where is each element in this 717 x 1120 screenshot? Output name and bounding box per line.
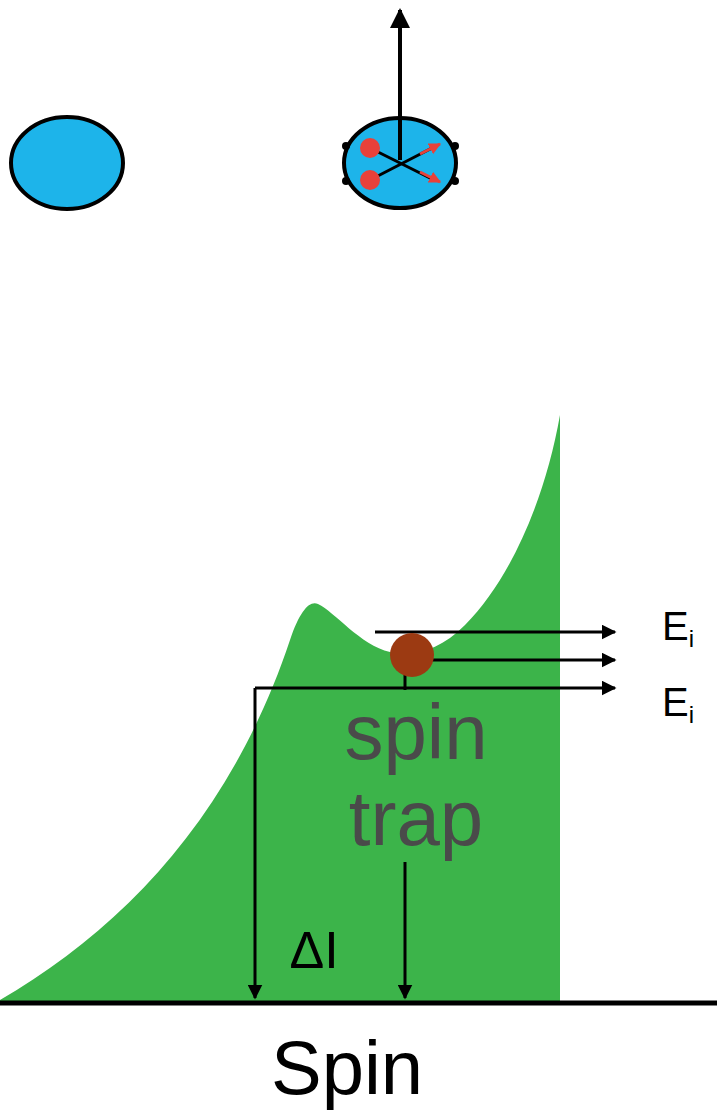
level-arrow [412,659,615,662]
orbit-arrow [420,172,440,182]
level-arrow [404,660,407,998]
energy-label: Ei [662,606,694,646]
nucleus-illustration [0,0,717,260]
spherical-nucleus [11,117,123,209]
region-label: spin trap [307,690,525,862]
orbit-arrow [420,144,440,154]
spin-axis [0,1001,717,1006]
isomer-state [390,633,434,677]
dimension-label: ΔI [285,922,342,979]
axis-label: Spin [271,1030,423,1106]
nucleon [360,170,380,190]
potential-fill [0,415,560,1003]
edge-dot [451,177,459,185]
edge-dot [451,142,459,150]
edge-dot [342,177,350,185]
nucleon [360,138,380,158]
level-arrow [254,688,257,998]
level-arrow [255,687,615,690]
spin-trap-region: spin trapΔI [0,410,560,1003]
edge-dot [342,142,350,150]
spin-arrow [398,10,402,160]
energy-label: Ei [662,682,694,722]
